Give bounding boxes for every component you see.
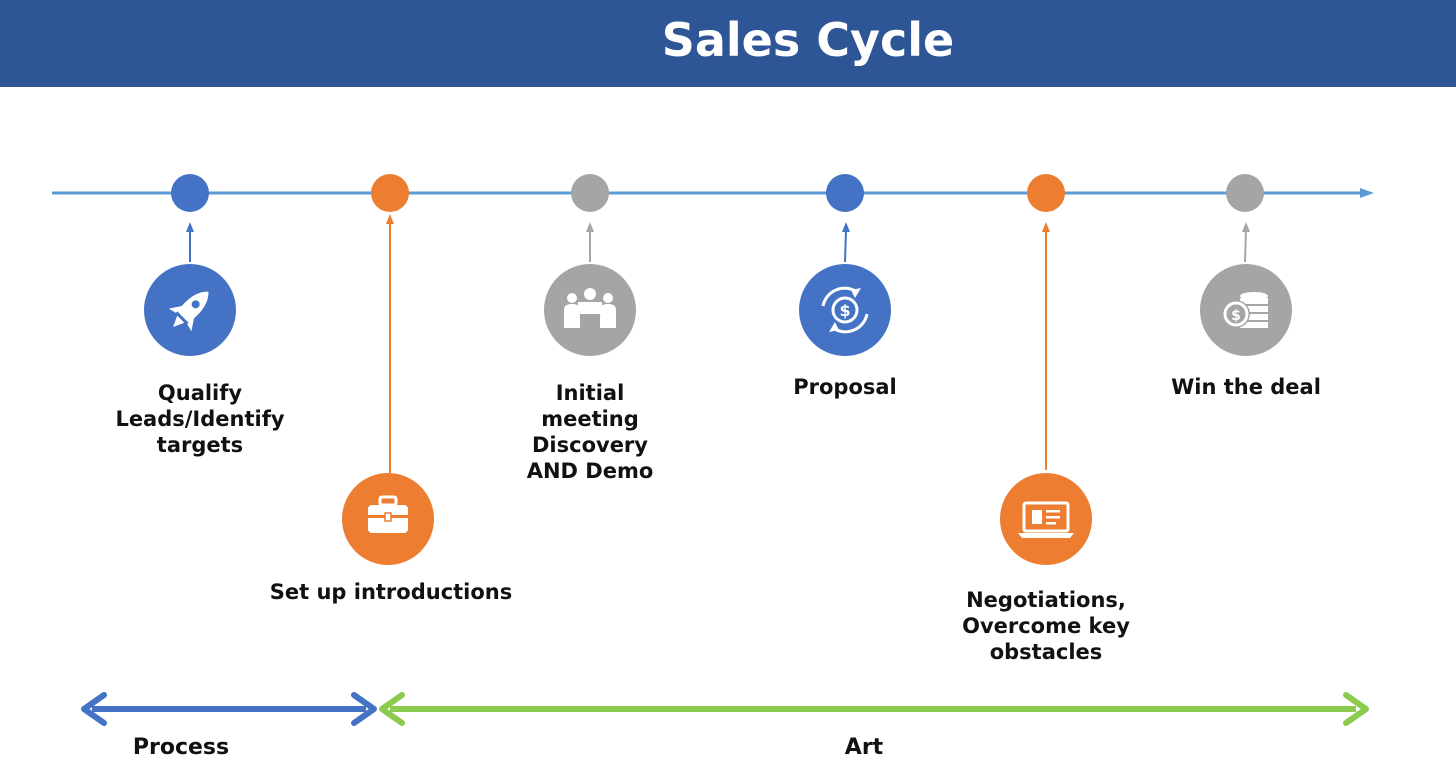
svg-text:$: $ bbox=[839, 301, 850, 320]
connector-arrowhead bbox=[1242, 222, 1250, 232]
timeline-node bbox=[1027, 174, 1065, 212]
coins-icon: $ bbox=[1222, 292, 1268, 328]
stage-label-negotiations: Negotiations, Overcome key obstacles bbox=[962, 588, 1130, 664]
stage-label-introductions: Set up introductions bbox=[269, 580, 513, 604]
connector-arrowhead bbox=[386, 214, 394, 224]
stage-label-qualify: Qualify Leads/Identify targets bbox=[115, 381, 285, 457]
meeting-icon bbox=[564, 288, 616, 328]
connector-arrowhead bbox=[586, 222, 594, 232]
dollar-cycle-icon: $ bbox=[821, 286, 869, 334]
stage-label-win: Win the deal bbox=[1171, 375, 1321, 399]
process-span-arrow bbox=[81, 692, 377, 726]
timeline-node bbox=[571, 174, 609, 212]
laptop-icon bbox=[1018, 501, 1074, 538]
header-bar: Sales Cycle bbox=[0, 0, 1456, 87]
timeline-node bbox=[371, 174, 409, 212]
stage-label-initial-meeting: Initial meeting Discovery AND Demo bbox=[526, 381, 654, 483]
connector-arrowhead bbox=[186, 222, 194, 232]
timeline-node bbox=[826, 174, 864, 212]
connector-arrowhead bbox=[842, 222, 850, 232]
stage-icon-circle bbox=[1000, 473, 1092, 565]
page-title: Sales Cycle bbox=[661, 13, 955, 67]
timeline-node bbox=[171, 174, 209, 212]
span-label-art: Art bbox=[844, 735, 884, 760]
connector-line bbox=[844, 229, 847, 263]
span-label-process: Process bbox=[132, 735, 230, 760]
timeline-arrowhead bbox=[1360, 188, 1374, 198]
art-span-arrow bbox=[379, 692, 1369, 726]
briefcase-icon bbox=[368, 495, 408, 533]
rocket-icon bbox=[168, 291, 209, 332]
connector-arrowhead bbox=[1042, 222, 1050, 232]
stage-label-proposal: Proposal bbox=[793, 375, 897, 399]
timeline-node bbox=[1226, 174, 1264, 212]
svg-text:$: $ bbox=[1231, 308, 1241, 324]
connector-line bbox=[1244, 229, 1247, 263]
stage-icon-circle bbox=[799, 264, 891, 356]
